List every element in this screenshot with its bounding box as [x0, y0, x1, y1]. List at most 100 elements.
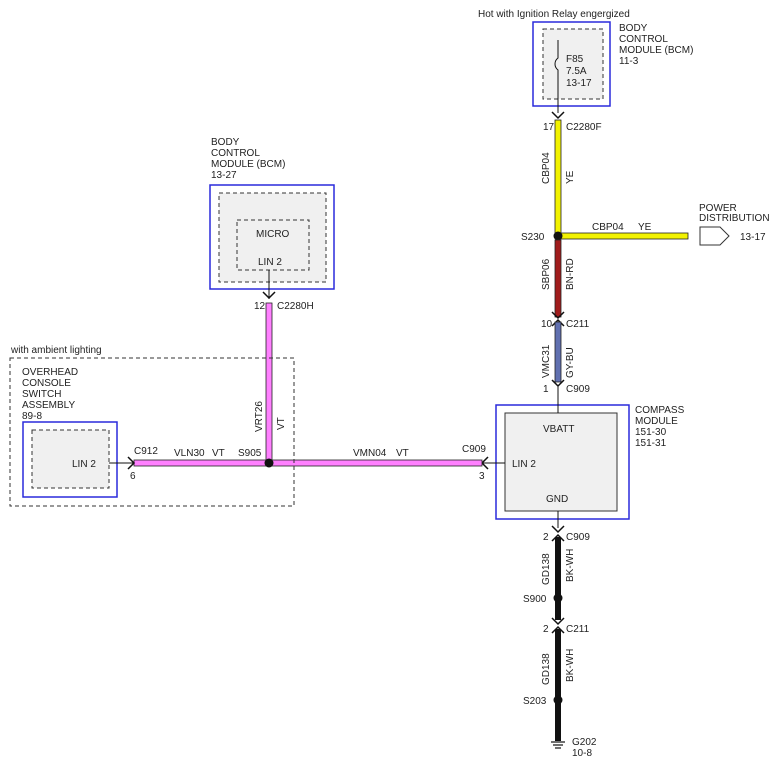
compass-module-outer-box [495, 404, 630, 520]
wire-gd138-lower-circuit: GD138 [541, 653, 552, 685]
top-bcm-outer-box [532, 21, 611, 107]
c909-lower-name: C909 [566, 532, 590, 543]
wire-vln30 [133, 459, 271, 467]
c2280h-arrow-icon [262, 291, 276, 300]
c909-upper-pin: 1 [543, 384, 549, 395]
top-bcm-title-line-1: BODY [619, 23, 648, 34]
compass-pin-lin: LIN 2 [512, 459, 536, 470]
fuse-id: F85 [566, 54, 584, 65]
splice-s203-dot [553, 695, 563, 705]
compass-module-inner-box [504, 412, 618, 512]
wire-cbp04-horizontal-color: YE [638, 222, 652, 233]
compass-pin-vbatt: VBATT [543, 424, 574, 435]
wire-cbp04-vertical-circuit: CBP04 [541, 152, 552, 184]
wire-gd138-lower [555, 629, 561, 741]
wire-vrt26-circuit: VRT26 [254, 401, 265, 432]
mid-bcm-outer-box [209, 184, 335, 290]
mid-bcm-pin-label: LIN 2 [258, 257, 282, 268]
splice-s905-label: S905 [238, 448, 262, 459]
ground-g202-label: G202 [572, 737, 597, 748]
c909-lin-pin: 3 [479, 471, 485, 482]
power-distribution-title-2: DISTRIBUTION [699, 213, 770, 224]
overhead-title-3: SWITCH [22, 389, 61, 400]
c2280h-pin: 12 [254, 301, 266, 312]
top-bcm-title-line-3: MODULE (BCM) [619, 45, 693, 56]
fuse-rating: 7.5A [566, 66, 587, 77]
c909-upper-name: C909 [566, 384, 590, 395]
compass-title-2: MODULE [635, 416, 678, 427]
c211-lower-name: C211 [566, 624, 590, 635]
overhead-title-2: CONSOLE [22, 378, 71, 389]
wire-cbp04-vertical-color: YE [565, 170, 576, 184]
c909-lower-female-icon [551, 533, 565, 542]
overhead-option-caption: with ambient lighting [10, 345, 102, 356]
overhead-outer-box [22, 421, 118, 498]
wire-cbp04-horizontal [557, 232, 689, 240]
wire-cbp04-vertical [554, 119, 562, 237]
overhead-inner-box [31, 429, 110, 489]
wire-vrt26-color: VT [276, 417, 287, 430]
c211-lower-female-icon [551, 625, 565, 634]
power-distribution-connector-icon [699, 226, 730, 246]
power-distribution-ref: 13-17 [740, 232, 766, 243]
wire-vmc31-circuit: VMC31 [541, 344, 552, 378]
top-connector-name: C2280F [566, 122, 602, 133]
power-distribution-title-1: POWER [699, 203, 737, 214]
mid-bcm-title-1: BODY [211, 137, 240, 148]
wire-vmn04-color: VT [396, 448, 409, 459]
wire-gd138-upper [555, 537, 561, 599]
ground-g202-ref: 10-8 [572, 748, 592, 759]
splice-s905-dot [264, 458, 274, 468]
splice-s230-label: S230 [521, 232, 545, 243]
compass-title-4: 151-31 [635, 438, 667, 449]
fuse-ref: 13-17 [566, 78, 592, 89]
wire-gd138-upper-circuit: GD138 [541, 553, 552, 585]
c912-pin: 6 [130, 471, 136, 482]
c909-lower-male-icon [551, 525, 565, 534]
top-connector-pin: 17 [543, 122, 555, 133]
overhead-title-5: 89-8 [22, 411, 42, 422]
fuse-symbol-icon [554, 40, 559, 113]
c2280h-name: C2280H [277, 301, 314, 312]
wire-sbp06-color: BN-RD [565, 258, 576, 290]
wire-vln30-circuit: VLN30 [174, 448, 205, 459]
compass-title-1: COMPASS [635, 405, 685, 416]
wire-vmn04 [268, 459, 483, 467]
wire-gd138-middle [555, 598, 561, 620]
c211-upper-female-icon [551, 318, 565, 327]
wire-cbp04-horizontal-circuit: CBP04 [592, 222, 624, 233]
top-bcm-inner-box [542, 28, 604, 100]
c909-lin-name: C909 [462, 444, 486, 455]
splice-s230-dot [553, 231, 563, 241]
c909-lower-pin: 2 [543, 532, 549, 543]
wire-vmn04-circuit: VMN04 [353, 448, 387, 459]
compass-pin-gnd: GND [546, 494, 568, 505]
c211-lower-male-icon [551, 617, 565, 626]
wire-vln30-color: VT [212, 448, 225, 459]
wire-gd138-upper-color: BK-WH [565, 549, 576, 582]
wire-sbp06 [554, 239, 562, 318]
overhead-title-1: OVERHEAD [22, 367, 78, 378]
ground-symbol-icon [551, 741, 565, 749]
top-bcm-title-line-4: 11-3 [619, 56, 639, 67]
mid-bcm-title-3: MODULE (BCM) [211, 159, 285, 170]
splice-s203-label: S203 [523, 696, 547, 707]
overhead-title-4: ASSEMBLY [22, 400, 75, 411]
overhead-option-boundary [9, 357, 295, 507]
c912-name: C912 [134, 446, 158, 457]
splice-s900-label: S900 [523, 594, 547, 605]
mid-bcm-title-4: 13-27 [211, 170, 237, 181]
top-connector-arrow-icon [551, 111, 565, 120]
compass-title-3: 151-30 [635, 427, 667, 438]
wire-vmc31-color: GY-BU [565, 347, 576, 378]
mid-bcm-micro-label: MICRO [256, 229, 290, 240]
mid-bcm-title-2: CONTROL [211, 148, 260, 159]
wire-vmc31 [554, 321, 562, 383]
top-bcm-title-line-2: CONTROL [619, 34, 668, 45]
wire-vrt26 [265, 302, 273, 464]
wire-gd138-lower-color: BK-WH [565, 649, 576, 682]
c211-upper-name: C211 [566, 319, 590, 330]
wire-sbp06-circuit: SBP06 [541, 258, 552, 290]
c211-upper-pin: 10 [541, 319, 553, 330]
